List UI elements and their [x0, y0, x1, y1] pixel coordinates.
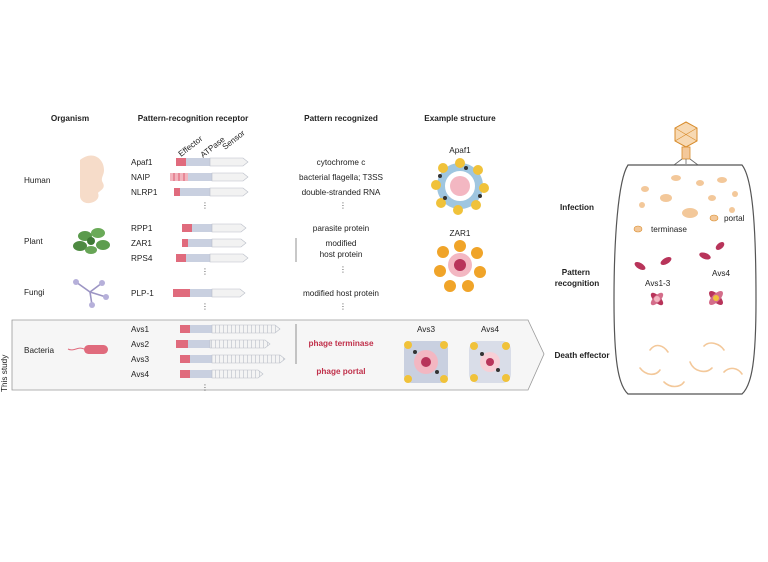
- pattern-flagella-t3ss: bacterial flagella; T3SS: [299, 173, 384, 182]
- structure-label-apaf1: Apaf1: [449, 146, 471, 155]
- portal-icon: [709, 214, 719, 222]
- avs3-structure-image: [404, 341, 448, 383]
- terminase-icon: [633, 225, 643, 233]
- structure-label-avs4: Avs4: [481, 325, 500, 334]
- avs-tetramer-right: [709, 291, 723, 305]
- bacterial-cell: [613, 164, 757, 395]
- bacterium-icon: [67, 345, 108, 354]
- pattern-phage-terminase: phage terminase: [308, 339, 374, 348]
- domain-bar-avs2: [176, 339, 271, 349]
- pattern-parasite-protein: parasite protein: [313, 224, 370, 233]
- pattern-cytochrome-c: cytochrome c: [317, 158, 366, 167]
- degraded-fragments: [639, 342, 743, 388]
- domain-bar-avs4: [180, 369, 264, 379]
- pattern-dsrna: double-stranded RNA: [302, 188, 381, 197]
- avs4-structure-image: [469, 341, 511, 383]
- avs13-label: Avs1-3: [645, 279, 671, 288]
- domain-bar-nlrp1: [174, 187, 249, 197]
- pattern-phage-portal: phage portal: [316, 367, 365, 376]
- portal-label: portal: [724, 214, 745, 223]
- zar1-structure-image: [434, 240, 486, 292]
- header-receptor: Pattern-recognition receptor: [138, 114, 249, 123]
- receptor-plp1: PLP-1: [131, 289, 154, 298]
- pattern-modified-host-protein: modified host protein: [303, 289, 379, 298]
- stage-infection: Infection: [560, 203, 594, 212]
- ellipsis-plant: ⋮: [201, 267, 209, 276]
- header-pattern: Pattern recognized: [304, 114, 378, 123]
- domain-bar-naip: [170, 172, 249, 182]
- ellipsis-fungi: ⋮: [201, 302, 209, 311]
- domain-bar-apaf1: [176, 157, 249, 167]
- header-structure: Example structure: [424, 114, 496, 123]
- organism-bacteria: Bacteria: [24, 346, 54, 355]
- stage-pattern-recognition-line2: recognition: [555, 279, 600, 288]
- avs4-label: Avs4: [712, 269, 731, 278]
- fungi-icon: [73, 279, 109, 308]
- receptor-zar1: ZAR1: [131, 239, 152, 248]
- pattern-modified: modified: [326, 239, 357, 248]
- stage-pattern-recognition-line1: Pattern: [562, 268, 590, 277]
- avs-tetramer-left: [650, 292, 664, 306]
- domain-bar-rpp1: [182, 223, 247, 233]
- stage-death-effector: Death effector: [554, 351, 610, 360]
- plant-icon: [73, 228, 110, 254]
- structure-label-avs3: Avs3: [417, 325, 436, 334]
- receptor-rpp1: RPP1: [131, 224, 153, 233]
- organism-plant: Plant: [24, 237, 43, 246]
- phage-icon: [673, 121, 699, 166]
- structure-label-zar1: ZAR1: [450, 229, 471, 238]
- domain-bar-plp1: [173, 288, 246, 298]
- avs-proteins: [634, 242, 725, 270]
- ellipsis-pattern-human: ⋮: [339, 201, 347, 210]
- header-organism: Organism: [51, 114, 89, 123]
- human-face-icon: [80, 155, 104, 204]
- this-study-label: This study: [0, 354, 9, 392]
- organism-human: Human: [24, 176, 51, 185]
- apaf1-structure-image: [431, 158, 489, 215]
- domain-bar-zar1: [182, 238, 247, 248]
- organism-fungi: Fungi: [24, 288, 45, 297]
- ellipsis-pattern-plant: ⋮: [339, 265, 347, 274]
- ellipsis-pattern-fungi: ⋮: [339, 302, 347, 311]
- receptor-avs2: Avs2: [131, 340, 150, 349]
- receptor-rps4: RPS4: [131, 254, 153, 263]
- receptor-avs4: Avs4: [131, 370, 150, 379]
- receptor-naip: NAIP: [131, 173, 151, 182]
- receptor-apaf1: Apaf1: [131, 158, 153, 167]
- receptor-avs1: Avs1: [131, 325, 150, 334]
- domain-bar-avs3: [180, 354, 286, 364]
- ellipsis-human: ⋮: [201, 201, 209, 210]
- phage-proteins: [639, 175, 738, 218]
- terminase-label: terminase: [651, 225, 687, 234]
- receptor-nlrp1: NLRP1: [131, 188, 158, 197]
- receptor-avs3: Avs3: [131, 355, 150, 364]
- pattern-host-protein: host protein: [320, 250, 363, 259]
- domain-bar-avs1: [180, 324, 281, 334]
- domain-bar-rps4: [176, 253, 249, 263]
- ellipsis-bacteria: ⋮: [201, 383, 209, 392]
- stage-pattern-recognition: Pattern recognition: [555, 268, 600, 288]
